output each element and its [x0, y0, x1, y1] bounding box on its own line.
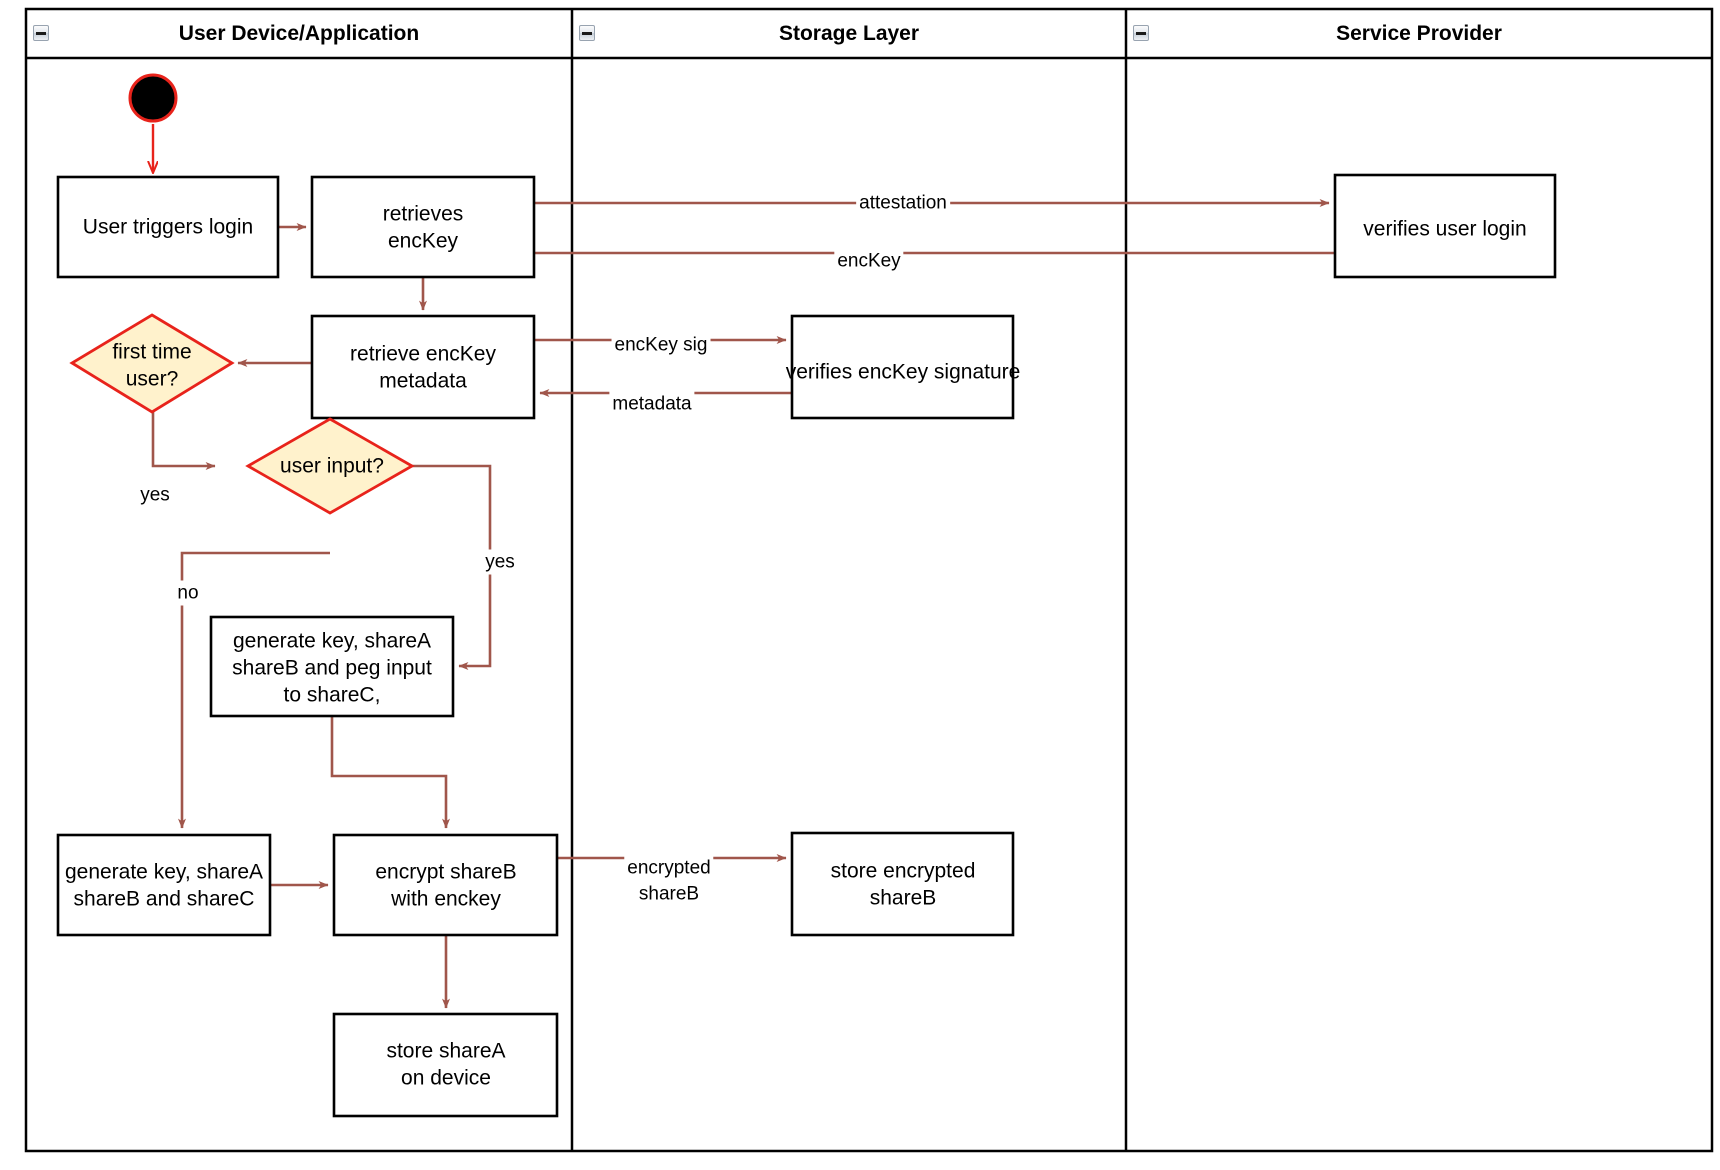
minus-square-icon-lane-1[interactable]: [33, 25, 49, 41]
node-store-sharea: [332, 1012, 559, 1118]
edge-label-yes-first-time-user: yes: [137, 482, 173, 508]
lane-header-user-device: User Device/Application: [178, 22, 420, 45]
edge-label-encrypted-shareb-line2: shareB: [635, 881, 703, 907]
edge-label-enckey: encKey: [834, 248, 904, 274]
node-retrieves-enckey: [310, 175, 536, 279]
node-store-encrypted-shareb: [790, 831, 1015, 937]
node-generate-key-peg: [209, 615, 455, 718]
edge-label-attestation: attestation: [856, 190, 950, 216]
edge-label-enckey-sig: encKey sig: [611, 332, 711, 358]
node-start: [128, 73, 178, 123]
node-generate-key-sharec: [56, 833, 272, 937]
lane-header-service-provider: Service Provider: [1336, 22, 1502, 45]
minus-square-icon-lane-2[interactable]: [579, 25, 595, 41]
edge-label-no-user-input: no: [174, 580, 202, 606]
node-encrypt-shareb: [332, 833, 559, 937]
node-user-triggers-login: [56, 175, 280, 279]
node-user-input: [245, 417, 415, 515]
lane-header-storage-layer: Storage Layer: [778, 22, 920, 45]
node-first-time-user: [69, 313, 235, 414]
node-retrieve-enckey-metadata: [310, 314, 536, 420]
edge-label-metadata: metadata: [609, 391, 695, 417]
edge-label-encrypted-shareb-line1: encrypted: [624, 855, 714, 881]
node-verifies-user-login: [1333, 173, 1557, 279]
node-verifies-enckey-signature: [790, 314, 1015, 420]
minus-square-icon-lane-3[interactable]: [1133, 25, 1149, 41]
edge-label-yes-user-input: yes: [482, 549, 518, 575]
